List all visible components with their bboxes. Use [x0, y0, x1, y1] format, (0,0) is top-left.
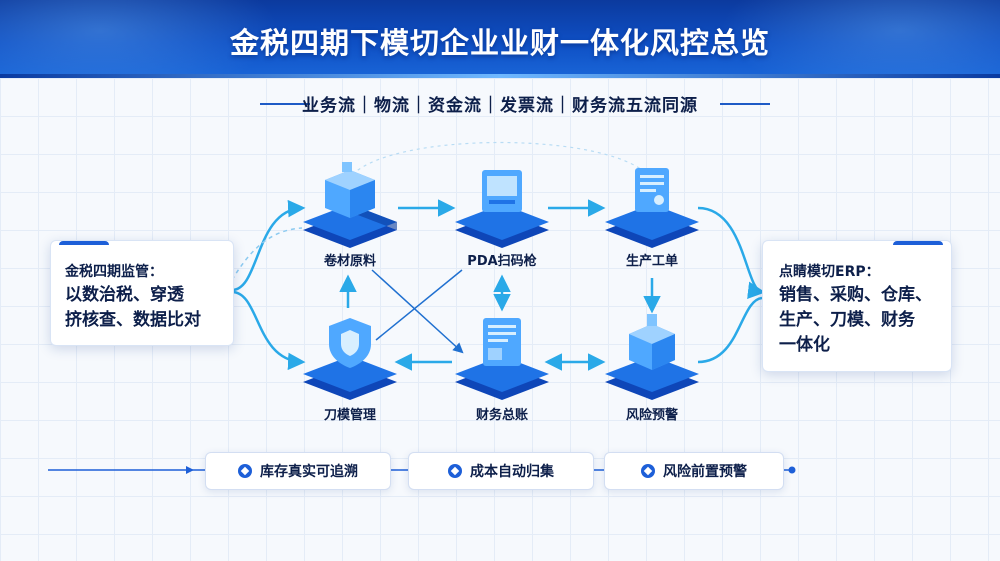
alert-box-icon — [605, 314, 699, 400]
card-body-left: 以数治税、穿透 挤核查、数据比对 — [65, 283, 201, 333]
card-right-line-1: 销售、采购、仓库、 — [779, 285, 932, 305]
page-title: 金税四期下模切企业业财一体化风控总览 — [229, 26, 770, 60]
pill-label-2: 成本自动归集 — [470, 464, 554, 480]
pill-risk-warning: 风险前置预警 — [604, 452, 784, 490]
card-right-line-2: 生产、刀模、财务 — [779, 310, 915, 330]
timeline-end-dot — [788, 466, 796, 474]
node-label-die-management: 刀模管理 — [323, 408, 376, 423]
pill-label-3: 风险前置预警 — [663, 464, 747, 480]
node-risk-alert[interactable]: 风险预警 — [597, 312, 707, 423]
pill-inventory-traceable: 库存真实可追溯 — [205, 452, 391, 490]
card-left-line-1: 以数治税、穿透 — [65, 285, 184, 305]
timeline-arrow-left — [186, 466, 194, 474]
connector-top-arc — [347, 142, 653, 181]
document-icon — [605, 168, 699, 248]
card-right-line-3: 一体化 — [779, 335, 830, 355]
subtitle-divider-right — [720, 103, 770, 105]
node-pda-scanner[interactable]: PDA扫码枪 — [447, 160, 557, 269]
header-banner: 金税四期下模切企业业财一体化风控总览 — [0, 0, 1000, 78]
connector-bottom-to-right — [697, 296, 763, 364]
target-icon — [238, 464, 252, 478]
card-title-left: 金税四期监管： — [65, 264, 163, 280]
page-subtitle: 业务流｜物流｜资金流｜发票流｜财务流五流同源 — [302, 96, 698, 116]
card-erp: 点睛模切ERP： 销售、采购、仓库、 生产、刀模、财务 一体化 — [762, 240, 952, 372]
scanner-icon — [455, 170, 549, 248]
node-label-pda-scanner: PDA扫码枪 — [467, 254, 537, 269]
pill-label-1: 库存真实可追溯 — [260, 464, 358, 480]
layers-icon — [448, 464, 462, 478]
subtitle-divider-left — [260, 103, 310, 105]
node-label-production-order: 生产工单 — [625, 254, 678, 269]
connector-left-to-bottom — [231, 290, 306, 371]
node-die-management[interactable]: 刀模管理 — [295, 312, 405, 423]
node-label-general-ledger: 财务总账 — [475, 408, 528, 423]
pill-cost-collection: 成本自动归集 — [408, 452, 594, 490]
card-golden-tax-supervision: 金税四期监管： 以数治税、穿透 挤核查、数据比对 — [50, 240, 234, 346]
card-left-line-2: 挤核查、数据比对 — [65, 310, 201, 330]
card-body-right: 销售、采购、仓库、 生产、刀模、财务 一体化 — [779, 283, 932, 358]
connector-top-to-right — [697, 206, 766, 299]
node-label-raw-material: 卷材原料 — [323, 254, 376, 269]
card-accent-bar — [893, 241, 943, 245]
header-glow-left — [0, 0, 280, 78]
card-accent-bar — [59, 241, 109, 245]
cube-icon — [303, 162, 397, 248]
node-label-risk-alert: 风险预警 — [625, 408, 678, 423]
node-general-ledger[interactable]: 财务总账 — [447, 312, 557, 423]
shield-check-icon — [641, 464, 655, 478]
connector-raw-to-ledger — [371, 269, 464, 354]
header-glow-right — [720, 0, 1000, 78]
ledger-icon — [455, 318, 549, 400]
connector-pda-to-die — [375, 269, 463, 341]
shield-icon — [303, 318, 397, 400]
node-raw-material[interactable]: 卷材原料 — [295, 160, 405, 269]
node-production-order[interactable]: 生产工单 — [597, 160, 707, 269]
connector-left-to-top — [231, 199, 306, 292]
connector-left-dashed — [231, 227, 303, 281]
card-title-right: 点睛模切ERP： — [779, 264, 880, 280]
